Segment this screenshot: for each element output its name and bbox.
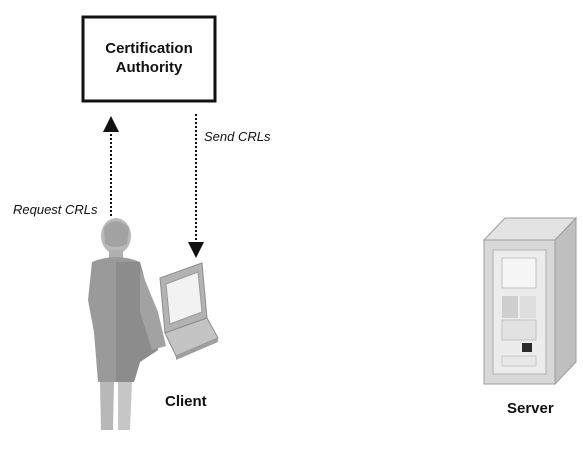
- client-label: Client: [165, 393, 207, 410]
- server-icon: [482, 216, 578, 386]
- person-icon: [88, 218, 166, 430]
- ca-label-line1: Certification: [105, 40, 193, 57]
- laptop-icon: [159, 262, 219, 360]
- certification-authority-box: Certification Authority: [81, 15, 217, 103]
- server-label: Server: [507, 400, 554, 417]
- ca-label-line2: Authority: [116, 59, 183, 76]
- send-crls-label: Send CRLs: [204, 129, 271, 144]
- request-crls-label: Request CRLs: [13, 202, 98, 217]
